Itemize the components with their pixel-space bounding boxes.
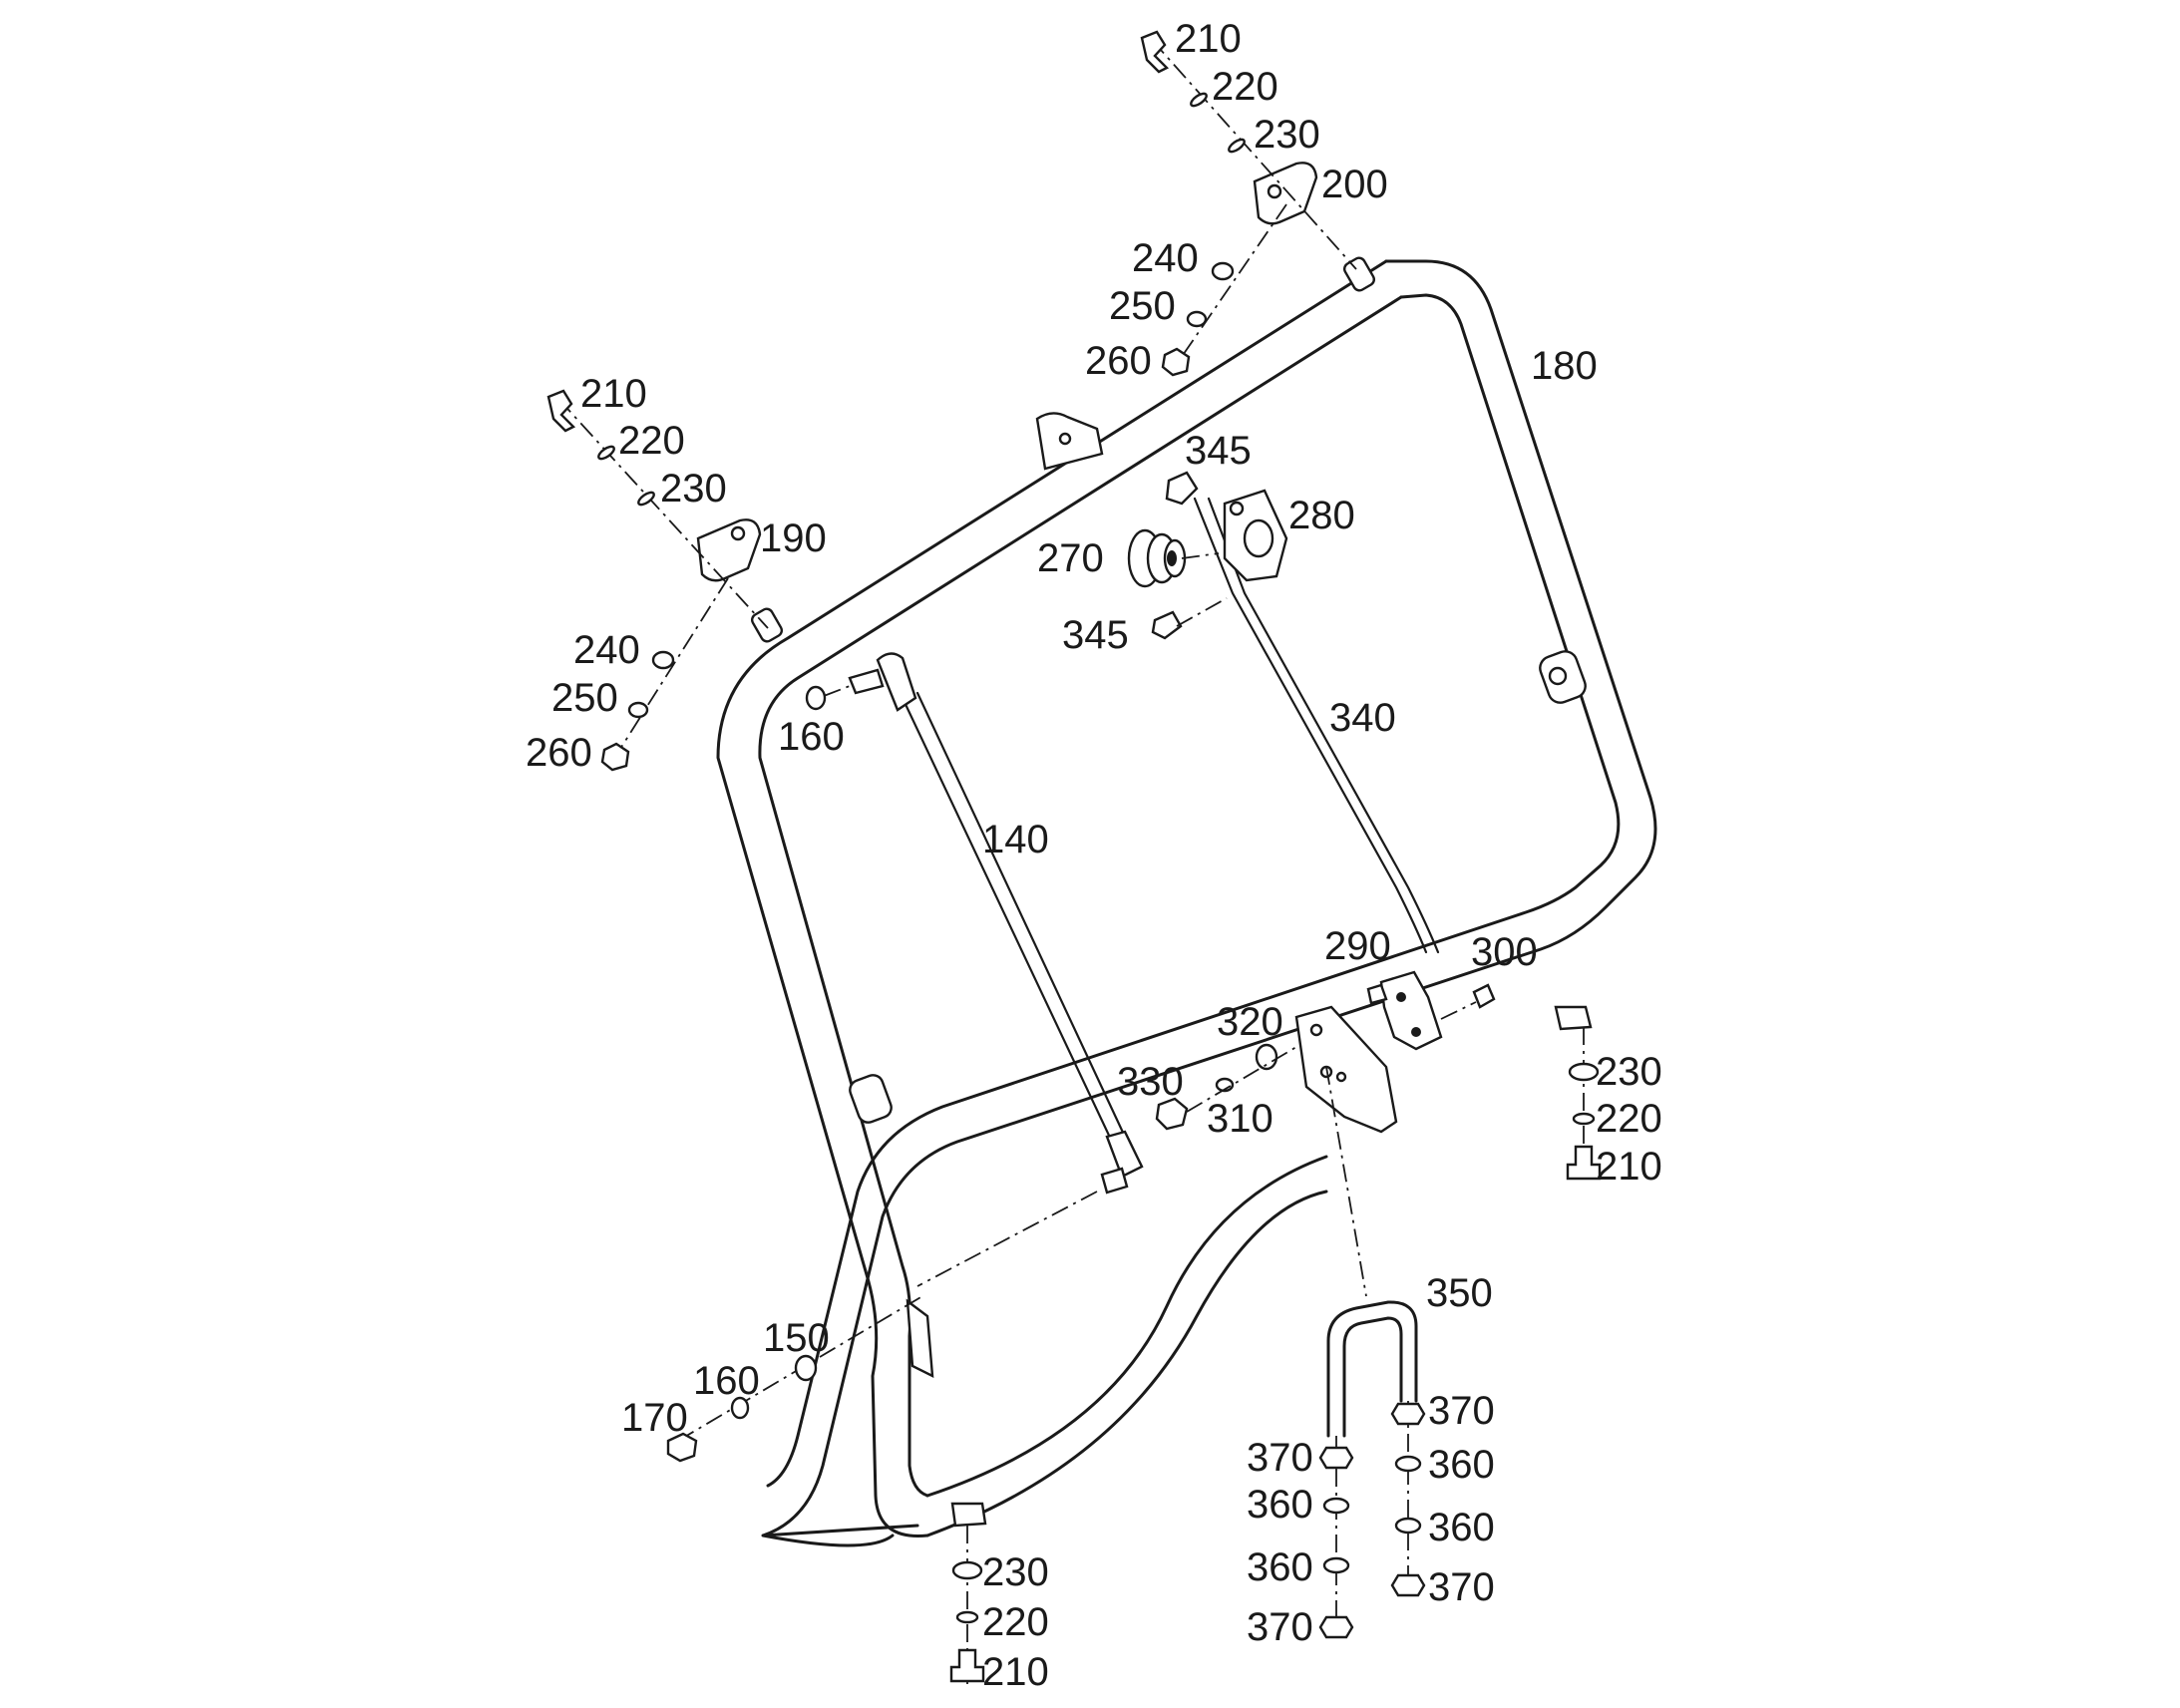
callout-320: 320 — [1217, 1000, 1283, 1044]
callout-345: 345 — [1062, 613, 1129, 657]
callout-280: 280 — [1288, 494, 1355, 537]
callout-220: 220 — [1212, 65, 1278, 109]
callout-240: 240 — [1132, 236, 1199, 280]
callout-370: 370 — [1428, 1565, 1495, 1609]
u-bolt-350 — [1318, 1300, 1426, 1639]
callout-270: 270 — [1037, 536, 1104, 580]
cable-340 — [1127, 471, 1440, 954]
callout-330: 330 — [1117, 1060, 1184, 1104]
callout-230: 230 — [660, 467, 727, 511]
callout-210: 210 — [982, 1650, 1049, 1694]
callout-210: 210 — [580, 372, 647, 416]
fasteners-right — [1566, 1027, 1602, 1181]
callout-260: 260 — [526, 731, 592, 775]
latch-assembly — [1155, 970, 1496, 1297]
callout-250: 250 — [551, 676, 618, 720]
callout-360: 360 — [1428, 1443, 1495, 1487]
callout-360: 360 — [1428, 1506, 1495, 1549]
fasteners-bottom — [949, 1526, 985, 1685]
callout-210: 210 — [1175, 17, 1242, 61]
callout-160: 160 — [778, 715, 845, 759]
callout-230: 230 — [1596, 1050, 1662, 1094]
callout-370: 370 — [1247, 1436, 1313, 1480]
callout-150: 150 — [763, 1316, 830, 1360]
callout-350: 350 — [1426, 1271, 1493, 1315]
callout-370: 370 — [1428, 1389, 1495, 1433]
callout-180: 180 — [1531, 344, 1598, 388]
callout-220: 220 — [618, 419, 685, 463]
callout-230: 230 — [982, 1550, 1049, 1594]
callout-230: 230 — [1254, 113, 1320, 157]
fasteners-150-170 — [666, 1295, 923, 1463]
callout-370: 370 — [1247, 1605, 1313, 1649]
callout-190: 190 — [760, 516, 827, 560]
callout-220: 220 — [1596, 1097, 1662, 1141]
callout-160: 160 — [693, 1359, 760, 1403]
callout-220: 220 — [982, 1600, 1049, 1644]
callout-345: 345 — [1185, 429, 1252, 473]
bracket-190 — [546, 389, 769, 772]
callout-310: 310 — [1207, 1097, 1273, 1141]
callout-200: 200 — [1321, 163, 1388, 206]
callout-300: 300 — [1471, 930, 1538, 974]
gas-spring-140 — [805, 652, 1144, 1287]
frame-180 — [716, 256, 1657, 1547]
callout-290: 290 — [1324, 924, 1391, 968]
callout-240: 240 — [573, 628, 640, 672]
callout-labels: 210 220 230 200 240 250 260 180 210 220 … — [526, 17, 1662, 1694]
callout-170: 170 — [621, 1396, 688, 1440]
callout-360: 360 — [1247, 1483, 1313, 1527]
callout-140: 140 — [982, 818, 1049, 861]
callout-360: 360 — [1247, 1545, 1313, 1589]
callout-340: 340 — [1329, 696, 1396, 740]
callout-210: 210 — [1596, 1145, 1662, 1189]
bracket-200 — [1140, 30, 1357, 377]
callout-260: 260 — [1085, 339, 1152, 383]
callout-250: 250 — [1109, 284, 1176, 328]
